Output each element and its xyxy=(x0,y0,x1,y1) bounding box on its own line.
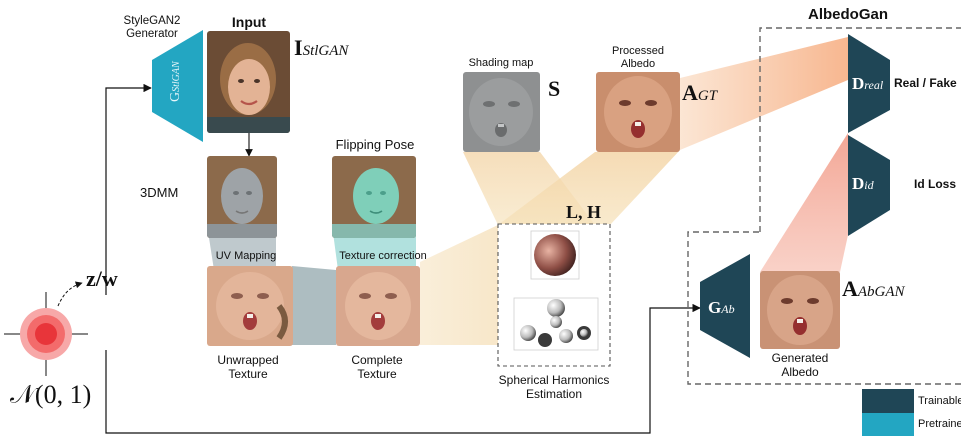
cone-generated-to-did xyxy=(760,133,848,272)
legend-trainable-label: Trainable xyxy=(918,395,961,408)
flipped-pose-image xyxy=(332,156,416,238)
sh-lighting-ball xyxy=(534,234,576,276)
g-ab-label: GAb xyxy=(708,298,735,318)
complete-texture-image xyxy=(336,266,420,346)
input-label: Input xyxy=(232,14,266,30)
3dmm-label: 3DMM xyxy=(140,186,178,201)
normal-distribution-label: 𝒩(0, 1) xyxy=(10,380,91,410)
generated-albedo-image xyxy=(760,271,840,349)
dashed-curve-arrow xyxy=(58,283,82,306)
d-real-label: Dreal xyxy=(852,74,883,94)
processed-albedo-image xyxy=(596,72,680,152)
shading-map-image xyxy=(463,72,540,152)
g-stlgan-label: GStlGAN xyxy=(168,61,184,102)
albedogan-title: AlbedoGan xyxy=(808,6,888,23)
i-stlgan-symbol: IStlGAN xyxy=(294,35,348,60)
uv-mapping-label: UV Mapping xyxy=(216,250,277,263)
id-loss-label: Id Loss xyxy=(914,178,956,192)
gaussian-inner xyxy=(35,323,57,345)
sh-estimation-label: Spherical Harmonics Estimation xyxy=(499,374,610,402)
unwrapped-texture-label: Unwrapped Texture xyxy=(217,354,278,382)
3dmm-face-image xyxy=(207,156,277,238)
z-w-label: z/w xyxy=(86,266,118,291)
unwrapped-texture-image xyxy=(207,266,293,346)
legend-pretrained-swatch xyxy=(862,413,914,436)
complete-texture-label: Complete Texture xyxy=(351,354,402,382)
a-abgan-symbol: AAbGAN xyxy=(842,276,905,301)
shading-map-label: Shading map xyxy=(469,57,534,70)
real-fake-label: Real / Fake xyxy=(894,77,957,91)
legend-pretrained-label: Pretraine xyxy=(918,418,961,431)
l-h-symbol: L, H xyxy=(566,202,601,223)
cone-grey-unwrap-complete xyxy=(292,266,336,345)
processed-albedo-label: Processed Albedo xyxy=(612,45,664,70)
texture-correction-label: Texture correction xyxy=(339,250,426,263)
flipping-pose-label: Flipping Pose xyxy=(336,138,415,153)
s-symbol: S xyxy=(548,76,560,101)
a-gt-symbol: AGT xyxy=(682,80,717,105)
legend-trainable-swatch xyxy=(862,389,914,413)
stylegan2-generator-label: StyleGAN2 Generator xyxy=(124,15,181,41)
d-id-label: Did xyxy=(852,174,874,194)
input-face-image xyxy=(207,31,290,133)
generated-albedo-label: Generated Albedo xyxy=(772,352,829,380)
